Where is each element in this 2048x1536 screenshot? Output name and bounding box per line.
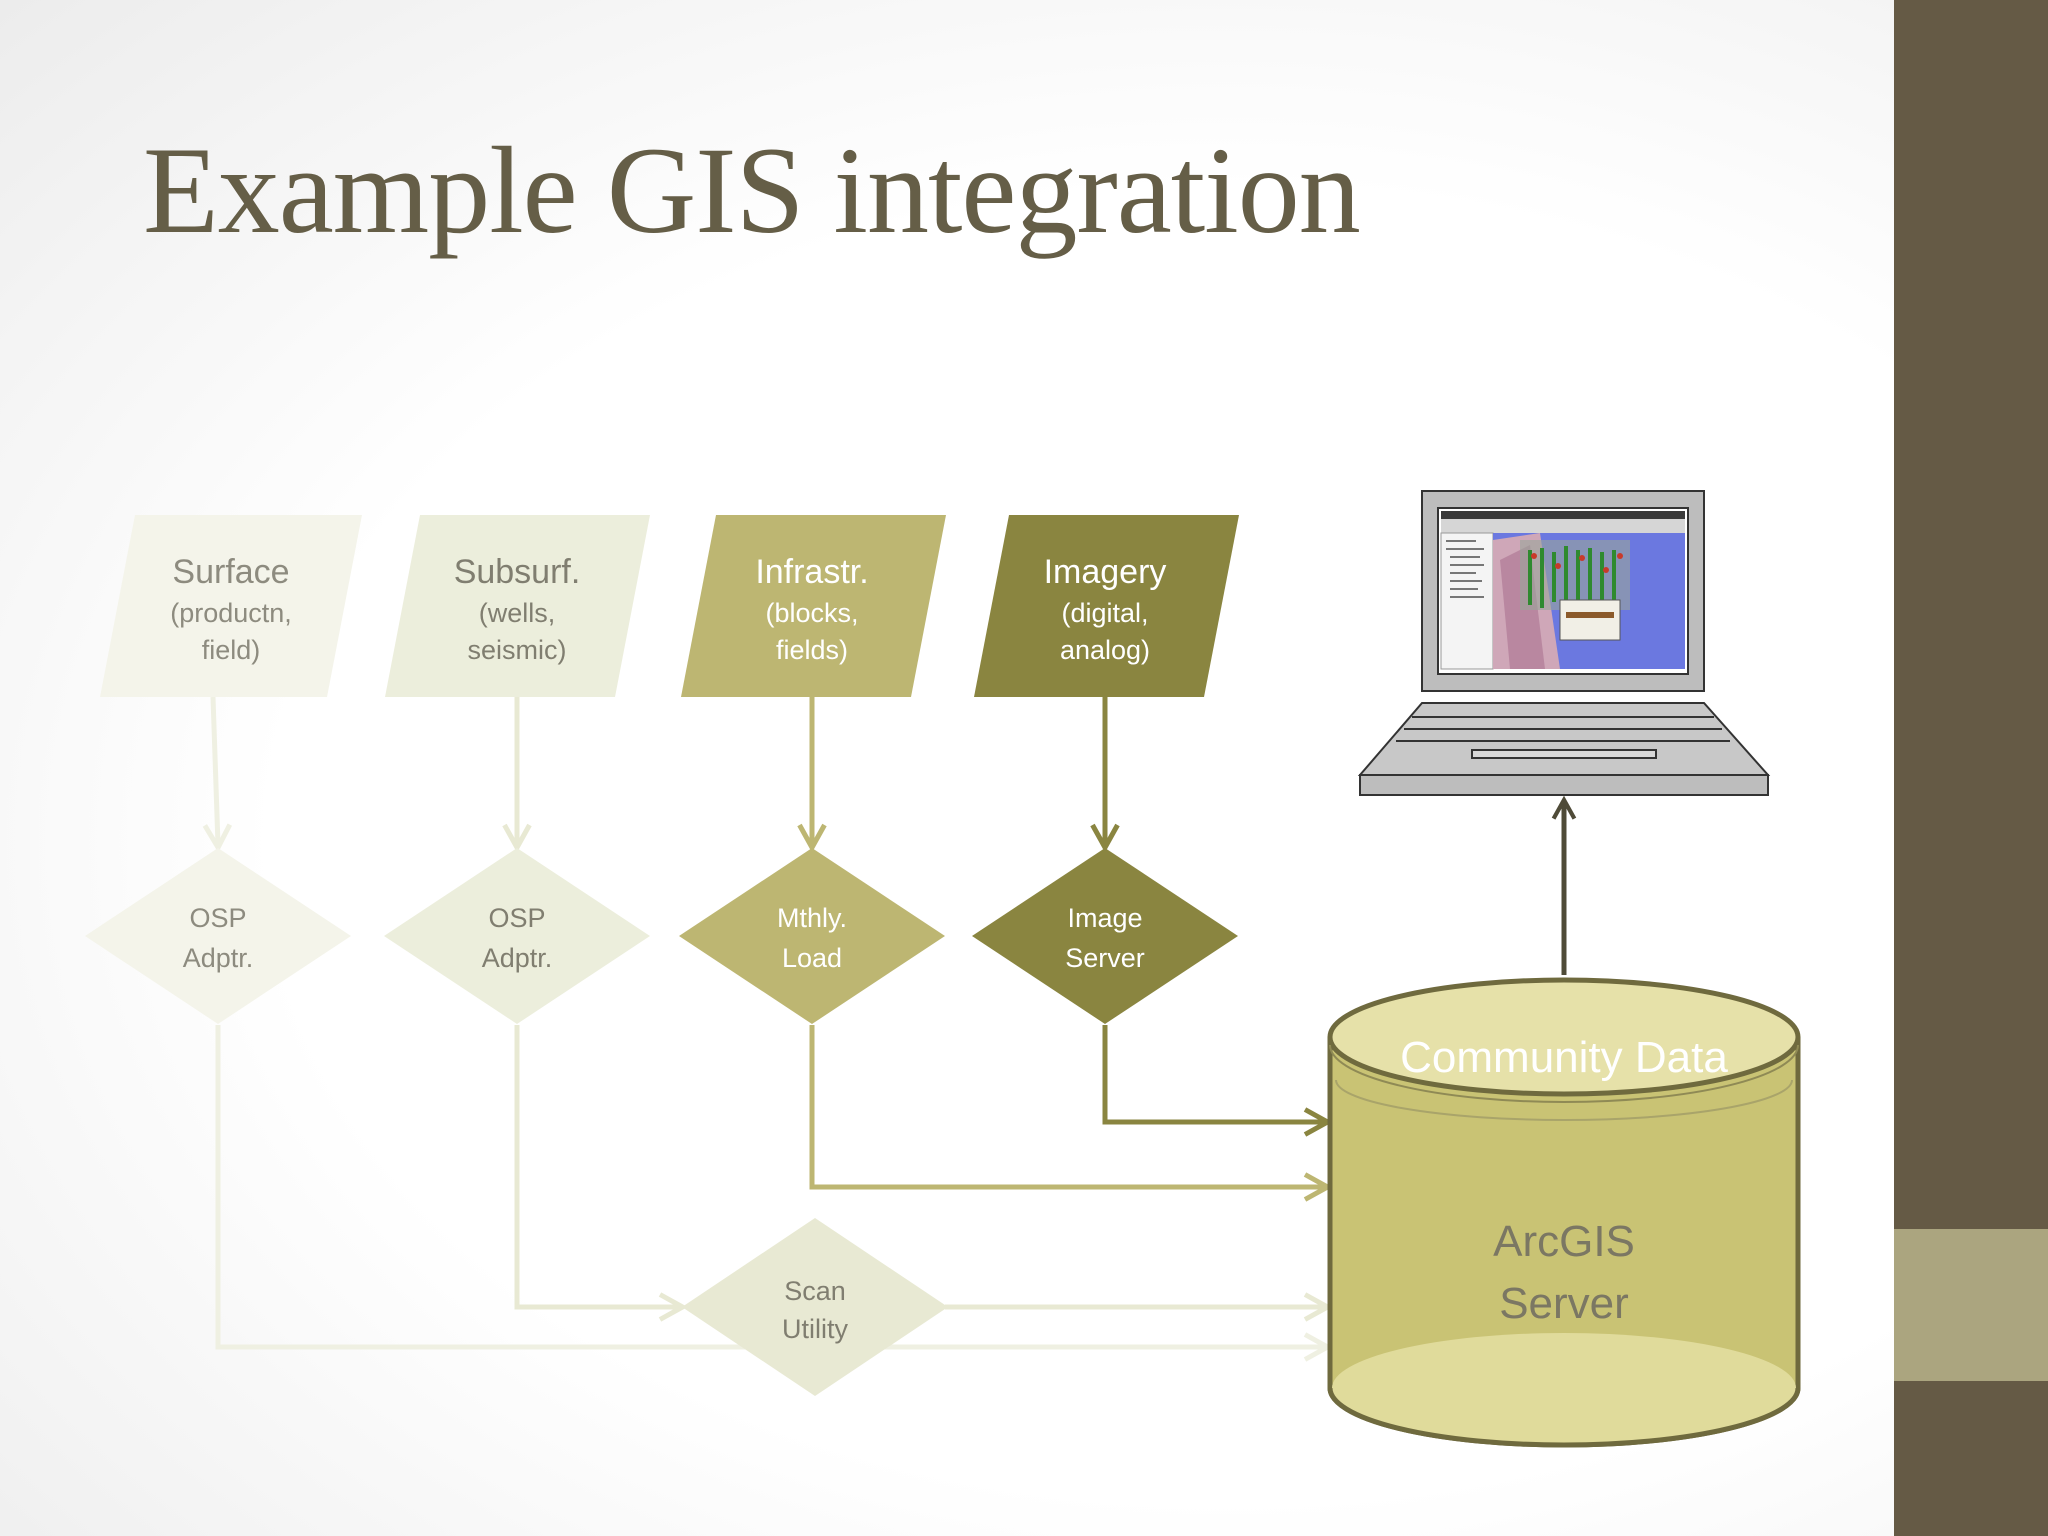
arrow-osp1-to-db: [215, 1025, 1325, 1347]
source-subtitle: (productn,: [170, 598, 292, 628]
source-subtitle: analog): [1060, 635, 1150, 665]
source-subtitle: fields): [776, 635, 848, 665]
database-label: ArcGIS: [1493, 1217, 1635, 1266]
database-top: [1327, 977, 1801, 1097]
source-subsurf: Subsurf. (wells, seismic): [385, 515, 650, 697]
process-label: Adptr.: [482, 943, 553, 973]
slide-title: Example GIS integration: [143, 122, 1361, 259]
side-accent: [1894, 1229, 2048, 1381]
process-label: Load: [782, 943, 842, 973]
process-label: Server: [1065, 943, 1145, 973]
process-osp-adapter-2: OSP Adptr.: [384, 848, 650, 1024]
process-label: Adptr.: [183, 943, 254, 973]
source-subtitle: (wells,: [479, 598, 556, 628]
process-label: Scan: [784, 1276, 846, 1306]
source-subtitle: field): [202, 635, 261, 665]
database-top-label: Community Data: [1400, 1033, 1728, 1082]
process-label: OSP: [488, 903, 545, 933]
source-title: Imagery: [1044, 553, 1167, 591]
process-scan-utility: Scan Utility: [682, 1218, 948, 1396]
process-osp-adapter-1: OSP Adptr.: [85, 848, 351, 1024]
source-surface: Surface (productn, field): [100, 515, 362, 697]
source-subtitle: seismic): [468, 635, 567, 665]
source-imagery: Imagery (digital, analog): [974, 515, 1239, 697]
source-title: Subsurf.: [454, 553, 581, 591]
source-subtitle: (blocks,: [765, 598, 858, 628]
arrow-load-to-db: [809, 1025, 1325, 1187]
source-title: Surface: [172, 553, 289, 591]
process-monthly-load: Mthly. Load: [679, 848, 945, 1024]
connectors: [213, 696, 1564, 1347]
source-title: Infrastr.: [755, 553, 868, 591]
arrow-image-server-to-db: [1102, 1025, 1325, 1122]
source-subtitle: (digital,: [1061, 598, 1148, 628]
arrow-surface-to-osp: [213, 696, 218, 845]
database-bottom: [1332, 1333, 1796, 1443]
process-label: Utility: [782, 1314, 848, 1344]
process-image-server: Image Server: [972, 848, 1238, 1024]
process-label: Image: [1067, 903, 1142, 933]
process-label: Mthly.: [777, 903, 847, 933]
process-label: OSP: [189, 903, 246, 933]
arrow-osp2-to-scan: [514, 1025, 680, 1307]
database-label: Server: [1499, 1279, 1629, 1328]
database-cylinder: Community Data ArcGIS Server: [1327, 977, 1801, 1448]
source-infrastr: Infrastr. (blocks, fields): [681, 515, 946, 697]
laptop-icon: [1357, 490, 1771, 796]
